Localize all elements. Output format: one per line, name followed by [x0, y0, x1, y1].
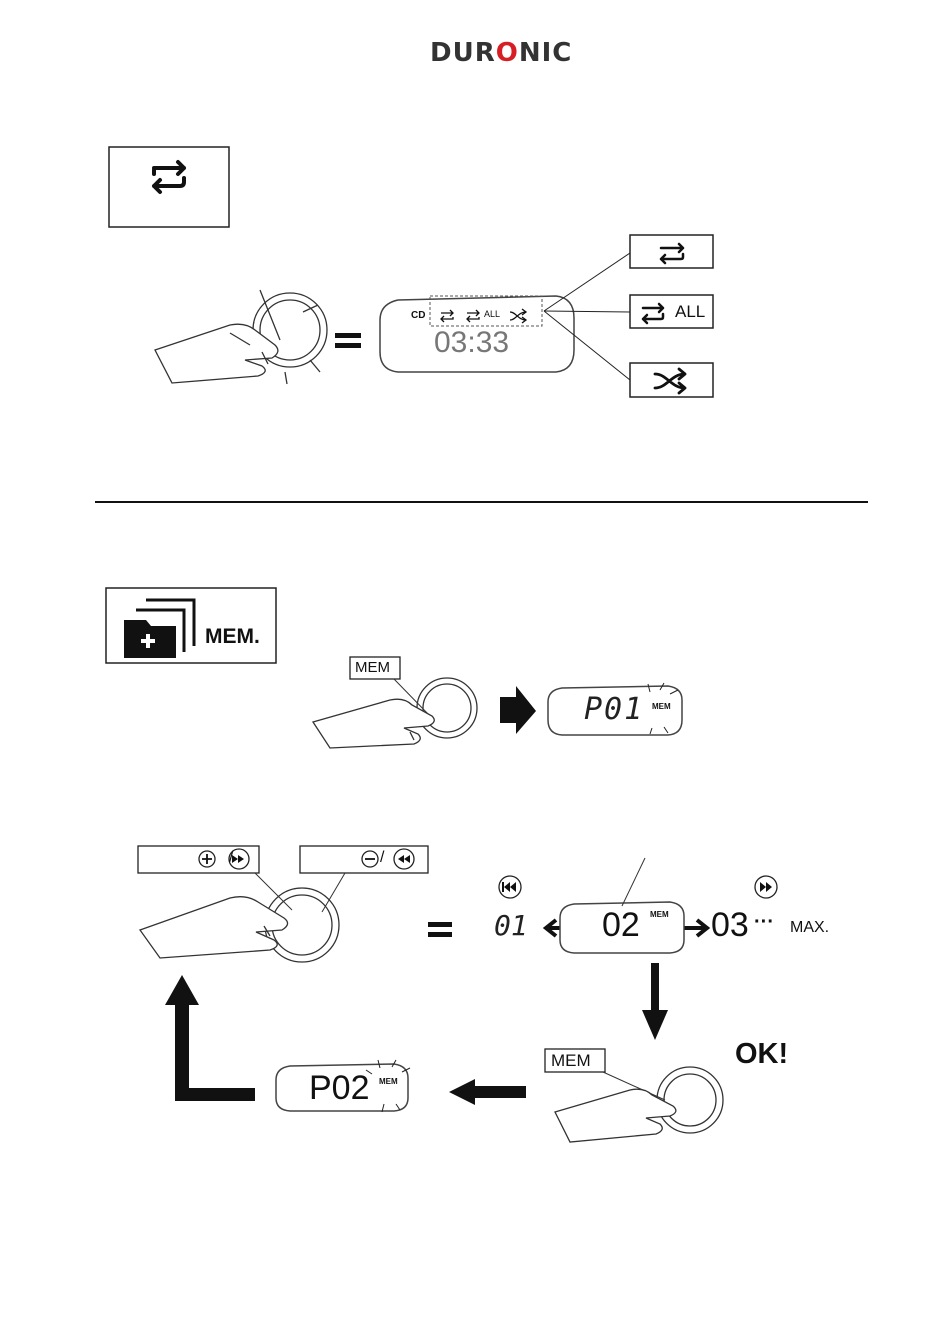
- equals-sign-2: [428, 922, 452, 937]
- next-plus-button-box: [138, 846, 259, 873]
- arrow-right-icon: [500, 686, 536, 734]
- folder-add-icon: [124, 600, 194, 658]
- arrow-down-icon: [642, 963, 668, 1040]
- ok-label: OK!: [735, 1040, 788, 1069]
- nav-prev-number: 01: [494, 912, 528, 940]
- lcd-all-label: ALL: [484, 310, 500, 319]
- hand-press-illustration-1: [155, 290, 327, 384]
- nav-max: MAX.: [790, 920, 829, 936]
- lcd-p01-text: P01: [584, 695, 644, 725]
- lcd-p02-mem: MEM: [379, 1078, 398, 1086]
- nav-current-number: 02: [602, 908, 640, 942]
- equals-sign-1: [335, 333, 361, 348]
- hand-press-illustration-2: [313, 678, 477, 748]
- nav-current-mem: MEM: [650, 911, 669, 919]
- mode-box-repeat-one: [630, 235, 713, 268]
- mem-badge-label: MEM.: [205, 626, 260, 647]
- prev-slash: /: [380, 850, 384, 866]
- return-arrow-icon: [165, 975, 255, 1101]
- mode-all-label: ALL: [675, 303, 705, 320]
- lcd-p02-text: P02: [309, 1071, 370, 1105]
- prev-minus-button-box: [300, 846, 428, 873]
- skip-forward-icon: [755, 876, 777, 898]
- repeat-icon: [154, 162, 184, 192]
- lcd-cd-label: CD: [411, 311, 425, 321]
- mode-box-shuffle: [630, 363, 713, 397]
- hand-press-illustration-4: [555, 1067, 723, 1142]
- mem-button-label-bottom: MEM: [551, 1052, 591, 1069]
- lcd-p01-mem: MEM: [652, 703, 671, 711]
- next-slash: /: [229, 850, 233, 866]
- nav-next-number: 03: [711, 908, 749, 942]
- hand-press-illustration-3: [140, 888, 339, 962]
- arrow-left-block-icon: [449, 1079, 526, 1105]
- skip-back-icon: [499, 876, 521, 898]
- repeat-badge: [109, 147, 229, 227]
- mem-button-label-top: MEM: [355, 660, 390, 675]
- nav-ellipsis: ···: [754, 912, 774, 932]
- lcd-time: 03:33: [434, 328, 509, 358]
